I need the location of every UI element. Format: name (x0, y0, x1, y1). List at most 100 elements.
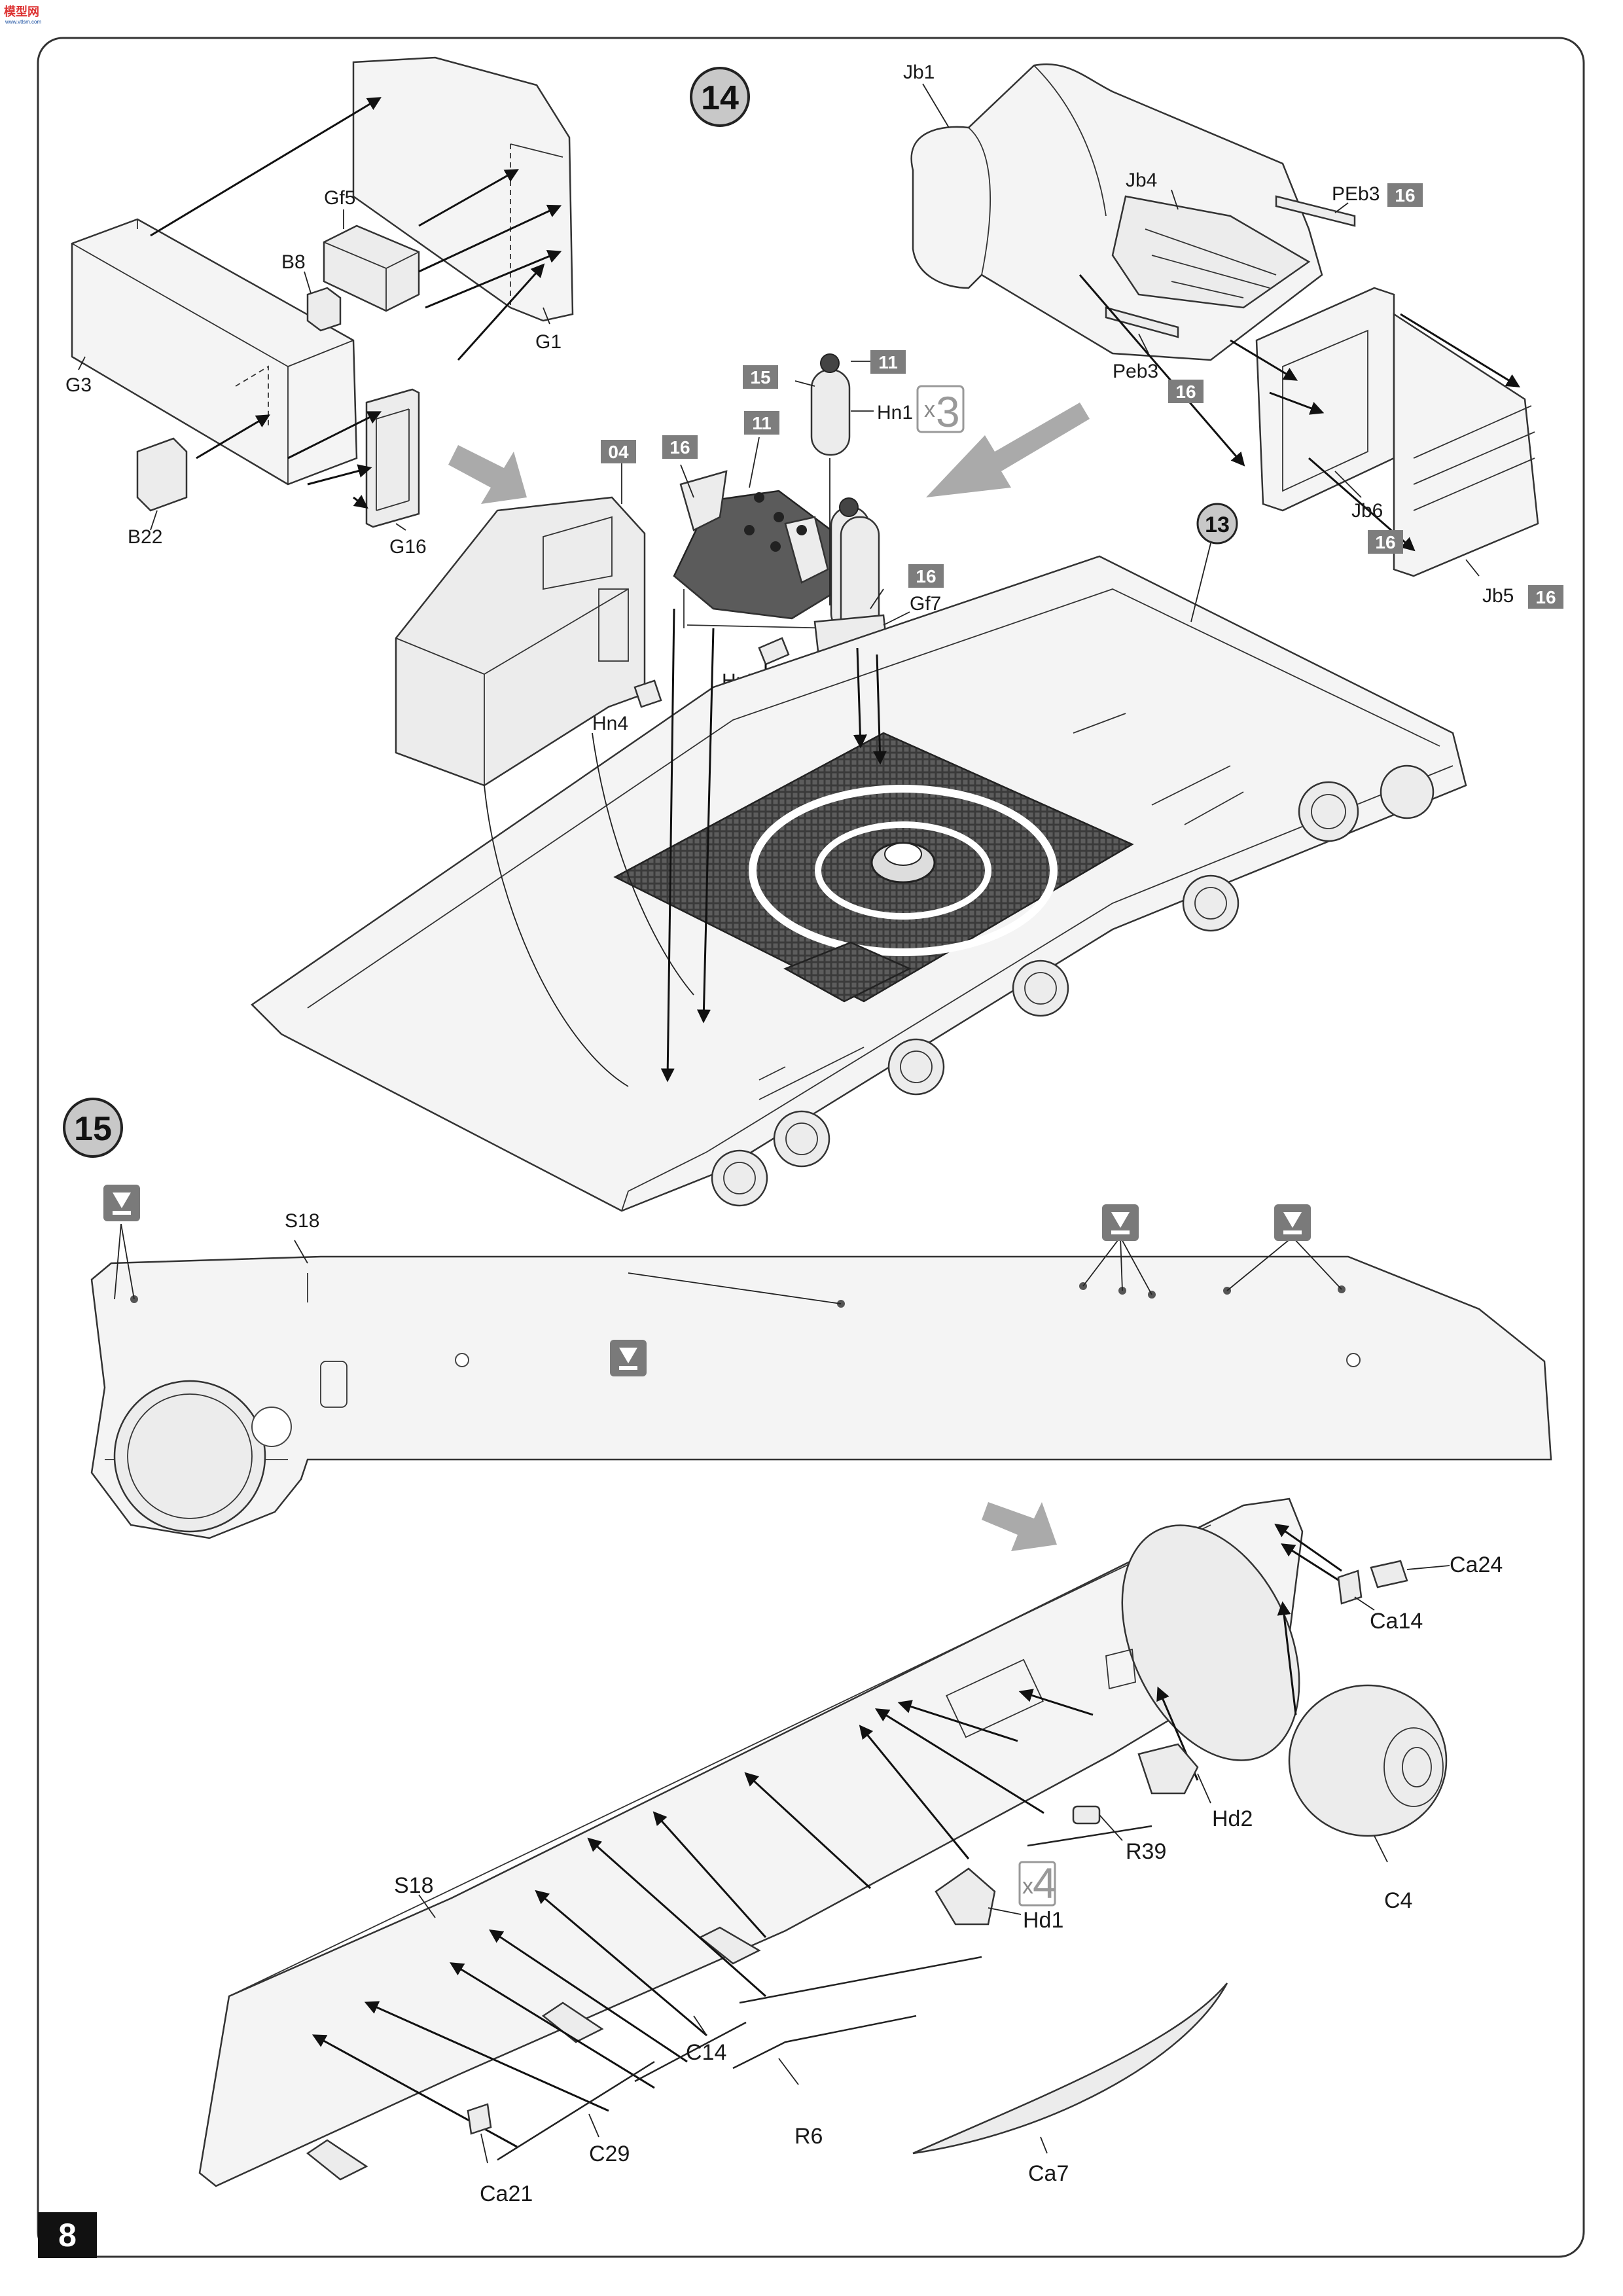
ref-13-badge (1196, 503, 1238, 545)
part-ca7 (912, 1982, 1228, 2155)
svg-text:16: 16 (669, 437, 690, 457)
glue-icon-3 (1102, 1204, 1139, 1241)
svg-text:11: 11 (878, 352, 898, 372)
glue-icon-2 (610, 1340, 647, 1376)
box-assembly-g1-g3: Gf5 B8 G1 G3 B22 G16 (65, 56, 574, 558)
label-ca7: Ca7 (1028, 2161, 1069, 2186)
flow-arrow-step15 (982, 1502, 1057, 1551)
svg-text:16: 16 (1175, 382, 1196, 402)
part-b22 (136, 437, 188, 512)
label-jb1: Jb1 (903, 62, 935, 83)
label-b22: B22 (128, 526, 162, 548)
part-ca21 (467, 2103, 492, 2135)
step-15-badge (63, 1098, 123, 1158)
part-jb6 (1255, 287, 1395, 512)
part-ca24 (1370, 1560, 1408, 1588)
label-ca24: Ca24 (1450, 1552, 1503, 1577)
part-s18-flat (90, 1255, 1552, 1539)
label-gf5: Gf5 (324, 187, 355, 209)
label-jb5: Jb5 (1482, 585, 1514, 607)
label-g3: G3 (65, 374, 92, 396)
svg-text:16: 16 (1375, 532, 1395, 552)
svg-text:16: 16 (1535, 587, 1556, 607)
multiplier-hn1 (916, 385, 965, 433)
svg-text:x: x (924, 397, 935, 422)
badge-16-peb3-top (1387, 183, 1423, 207)
part-hn5 (758, 637, 790, 666)
glue-icon-4 (1274, 1204, 1311, 1241)
glue-icon-1 (103, 1185, 140, 1221)
step-14: 14 (65, 56, 1563, 1212)
badge-15 (743, 365, 778, 389)
label-c4: C4 (1384, 1888, 1412, 1913)
page-number-box (38, 2212, 97, 2258)
step-14-badge (690, 67, 750, 127)
label-g16: G16 (389, 536, 427, 558)
label-jb6: Jb6 (1351, 500, 1383, 522)
label-hn4: Hn4 (592, 713, 628, 734)
badge-11-hn1 (870, 350, 906, 374)
label-peb3-upper: PEb3 (1332, 183, 1380, 205)
label-jb4: Jb4 (1126, 170, 1157, 191)
arrow-g3-to-g1-a (150, 97, 382, 237)
label-r39: R39 (1126, 1839, 1166, 1864)
part-hn4 (633, 679, 662, 708)
part-seat-back-pad (679, 470, 728, 531)
part-hd2 (1137, 1743, 1199, 1795)
engine-block (395, 461, 646, 787)
step-15: 15 S1 (63, 1098, 1552, 2206)
stowage-rack-assembly (910, 63, 1539, 577)
part-ca14 (1337, 1570, 1363, 1605)
label-g1: G1 (535, 331, 562, 353)
side-plate-s18-flat (90, 1223, 1552, 1539)
svg-text:16: 16 (916, 566, 936, 586)
flow-arrow-left (448, 445, 527, 504)
part-hd1 (935, 1867, 996, 1926)
svg-text:13: 13 (1205, 512, 1230, 537)
hull-chassis (251, 555, 1467, 1212)
label-s18-bottom: S18 (394, 1873, 434, 1898)
svg-text:3: 3 (936, 387, 960, 436)
svg-text:15: 15 (750, 367, 770, 387)
badge-16-peb3 (1168, 380, 1204, 403)
label-s18-top: S18 (285, 1210, 319, 1232)
label-hd2: Hd2 (1212, 1806, 1253, 1831)
publisher-logo: 模型网 www.vtlsm.com (4, 5, 41, 25)
badge-11-seat (744, 411, 779, 435)
step-14-number: 14 (701, 79, 739, 117)
label-c14: C14 (686, 2040, 726, 2065)
label-ca21: Ca21 (480, 2181, 533, 2206)
logo-sub: www.vtlsm.com (5, 19, 41, 25)
part-c4 (1288, 1684, 1448, 1837)
driver-seat (673, 437, 852, 629)
multiplier-hd1 (1018, 1861, 1056, 1907)
logo-text: 模型网 (4, 5, 39, 18)
sprocket-mount (113, 1380, 266, 1533)
label-peb3-lower: Peb3 (1113, 361, 1158, 382)
part-r39 (1072, 1805, 1101, 1825)
label-b8: B8 (281, 251, 306, 273)
step-15-number: 15 (74, 1110, 112, 1148)
badge-16-gf7 (908, 564, 944, 588)
svg-text:x: x (1022, 1874, 1033, 1899)
part-g1 (352, 56, 574, 322)
svg-text:16: 16 (1395, 185, 1415, 206)
svg-text:11: 11 (752, 413, 772, 433)
label-ca14: Ca14 (1370, 1609, 1423, 1634)
part-engine-box (395, 496, 646, 787)
page-number: 8 (58, 2217, 77, 2253)
badge-16-jb6 (1368, 530, 1403, 554)
part-gf5 (323, 224, 420, 312)
part-b8 (306, 287, 342, 332)
label-hd1: Hd1 (1023, 1908, 1063, 1933)
label-hn1: Hn1 (877, 402, 913, 423)
page-frame (37, 37, 1585, 2258)
badge-16-seat (662, 435, 698, 459)
side-plate-s18-angled (198, 1498, 1450, 2187)
flow-arrow-right (926, 403, 1090, 497)
part-peb3-lower (1105, 306, 1179, 338)
svg-text:4: 4 (1033, 1859, 1057, 1907)
badge-16-jb5 (1528, 585, 1563, 609)
part-jb5 (1393, 312, 1539, 577)
